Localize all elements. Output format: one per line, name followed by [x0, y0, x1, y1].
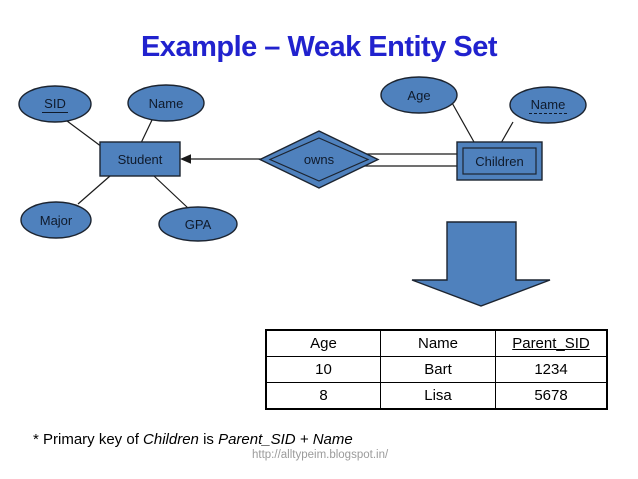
- entity-children-label: Children: [475, 153, 524, 169]
- line-age-children: [450, 100, 475, 143]
- rect-student: [99, 141, 181, 177]
- ellipse-sid: [18, 85, 92, 123]
- table-header-parent-sid: Parent_SID: [495, 329, 608, 357]
- watermark-url: http://alltypeim.blogspot.in/: [252, 449, 389, 461]
- attribute-name-left: Name: [128, 85, 204, 121]
- table-header-age: Age: [265, 329, 381, 357]
- table-row: 8 Lisa 5678: [265, 382, 608, 410]
- attribute-gpa-label: GPA: [184, 216, 212, 232]
- big-down-arrow: [411, 221, 551, 307]
- table-row: 10 Bart 1234: [265, 356, 608, 383]
- relationship-owns-label: owns: [303, 152, 335, 167]
- attribute-sid: SID: [19, 86, 91, 122]
- ellipse-major: [20, 201, 92, 239]
- footnote-key: Parent_SID + Name: [218, 431, 353, 448]
- line-gpa-student: [153, 175, 189, 209]
- diamond-owns-inner: [268, 137, 370, 182]
- table-cell-age-2: 8: [265, 382, 381, 410]
- diamond-owns-outer: [258, 130, 380, 189]
- line-name-children: [500, 121, 514, 144]
- table-cell-parentsid-2: 5678: [495, 382, 608, 410]
- line-sid-student: [62, 117, 103, 148]
- table-header-name: Name: [380, 329, 496, 357]
- ellipse-age: [380, 76, 458, 114]
- attribute-name-right: Name: [510, 87, 586, 123]
- attribute-gpa: GPA: [159, 207, 237, 241]
- footnote-text-1: * Primary key of: [33, 431, 144, 448]
- table-cell-name-1: Bart: [380, 356, 496, 383]
- attribute-age-label: Age: [407, 87, 431, 103]
- footnote-entity: Children: [143, 431, 199, 448]
- table-cell-parentsid-1: 1234: [495, 356, 608, 383]
- attribute-major-label: Major: [39, 212, 73, 228]
- primary-key-footnote: * Primary key of Children is Parent_SID …: [33, 431, 353, 448]
- line-major-student: [77, 175, 111, 205]
- footnote-text-2: is: [198, 431, 219, 448]
- ellipse-gpa: [158, 206, 238, 242]
- page-title: Example – Weak Entity Set: [140, 31, 498, 63]
- attribute-sid-label: SID: [42, 95, 68, 113]
- attribute-age: Age: [381, 77, 457, 113]
- connector-lines: [62, 100, 514, 209]
- table-cell-name-2: Lisa: [380, 382, 496, 410]
- line-name-student: [140, 119, 153, 144]
- table-header-row: Age Name Parent_SID: [265, 329, 608, 357]
- arrowhead-to-student: [180, 154, 191, 164]
- relationship-owns: owns: [260, 132, 378, 187]
- attribute-name-left-label: Name: [148, 95, 184, 111]
- table-cell-age-1: 10: [265, 356, 381, 383]
- rect-children-inner: [462, 147, 537, 175]
- attribute-name-right-label: Name: [528, 96, 568, 114]
- entity-student-label: Student: [117, 151, 163, 167]
- ellipse-name-left: [127, 84, 205, 122]
- entity-children: Children: [457, 142, 542, 180]
- ellipse-name-right: [509, 86, 587, 124]
- attribute-major: Major: [21, 202, 91, 238]
- children-relation-table: Age Name Parent_SID 10 Bart 1234 8 Lisa …: [265, 329, 608, 410]
- entity-student: Student: [100, 142, 180, 176]
